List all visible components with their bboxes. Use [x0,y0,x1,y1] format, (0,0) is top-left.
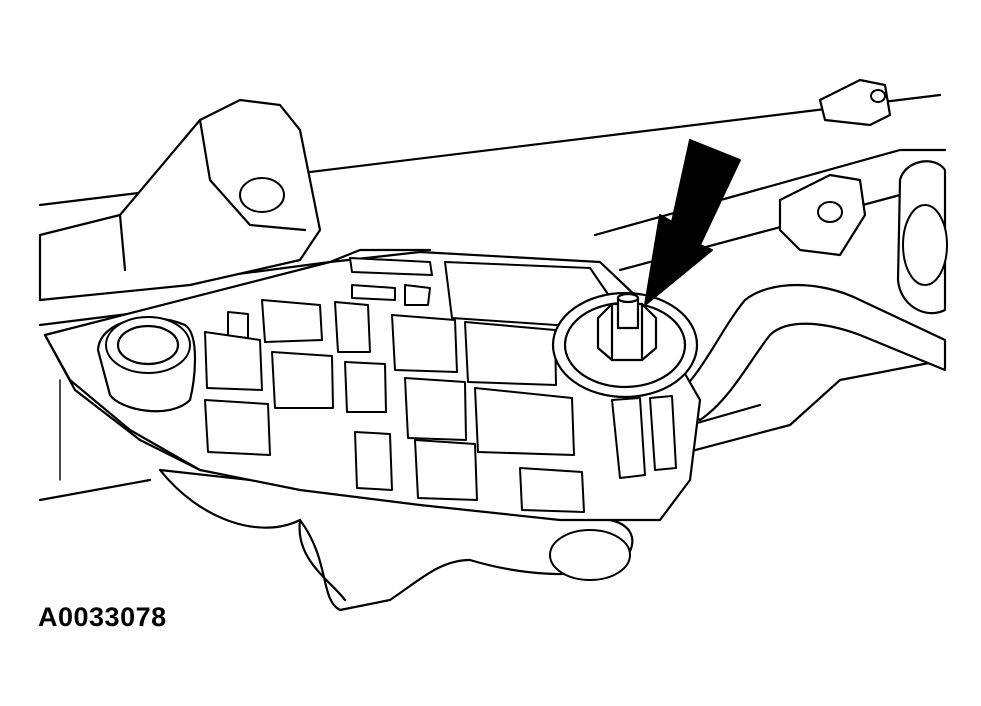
callout-arrow-icon [644,139,741,306]
mount-hole [239,177,285,213]
pipe-boss [96,316,197,413]
upper-mount [38,98,322,302]
support-arm [668,283,947,422]
bracket-plate [43,248,702,522]
nut-fastener [551,291,699,399]
plate-cutouts [204,257,613,513]
lower-body [158,468,634,612]
figure-id-label: A0033078 [38,602,167,632]
right-bracket [778,78,948,315]
bracket-ear-hole [817,201,843,223]
